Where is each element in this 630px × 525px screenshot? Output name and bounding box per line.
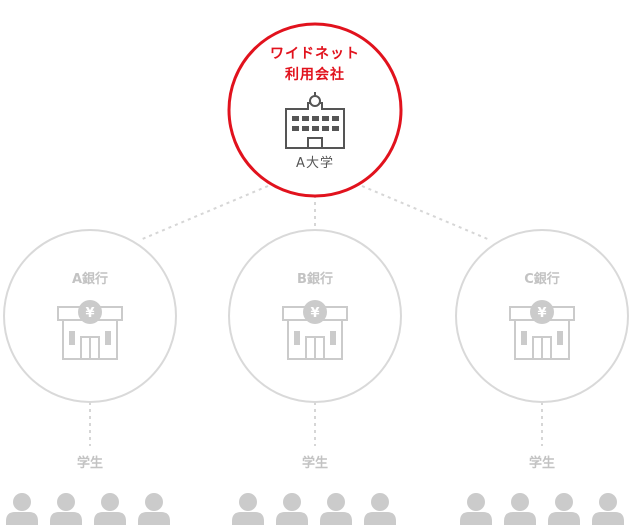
yen-symbol: ¥ [85, 306, 94, 321]
person-icon [548, 493, 580, 525]
yen-coin-icon [530, 300, 554, 324]
hub-connectors [139, 185, 491, 241]
bank-yen-icon: ¥ [509, 300, 575, 360]
bank-name-b: B銀行 [297, 272, 333, 287]
student-group-c [460, 493, 624, 525]
yen-symbol: ¥ [537, 306, 546, 321]
person-icon [50, 493, 82, 525]
connector-hub-bank-c [361, 185, 491, 241]
person-icon [320, 493, 352, 525]
student-people [6, 493, 624, 525]
student-group-b [232, 493, 396, 525]
hub-circle [227, 22, 403, 198]
yen-symbol: ¥ [310, 306, 319, 321]
school-building-icon [285, 92, 345, 149]
student-group-label-a: 学生 [76, 456, 103, 471]
student-group-label-c: 学生 [528, 456, 555, 471]
person-icon [232, 493, 264, 525]
hub-subtitle: A大学 [296, 156, 334, 171]
hub-title-line2: 利用会社 [285, 67, 345, 83]
person-icon [504, 493, 536, 525]
student-group-label-b: 学生 [301, 456, 328, 471]
yen-coin-icon [78, 300, 102, 324]
connector-hub-bank-a [139, 185, 269, 241]
bank-yen-icon: ¥ [57, 300, 123, 360]
person-icon [364, 493, 396, 525]
yen-coin-icon [303, 300, 327, 324]
person-icon [94, 493, 126, 525]
person-icon [592, 493, 624, 525]
student-connectors [89, 402, 543, 446]
hub-title-line1: ワイドネット [270, 46, 360, 62]
bank-name-a: A銀行 [71, 272, 109, 287]
person-icon [276, 493, 308, 525]
student-group-a [6, 493, 170, 525]
person-icon [138, 493, 170, 525]
bank-name-c: C銀行 [524, 272, 560, 287]
person-icon [460, 493, 492, 525]
person-icon [6, 493, 38, 525]
bank-yen-icon: ¥ [282, 300, 348, 360]
bank-icons: ¥ ¥ ¥ [57, 300, 575, 360]
